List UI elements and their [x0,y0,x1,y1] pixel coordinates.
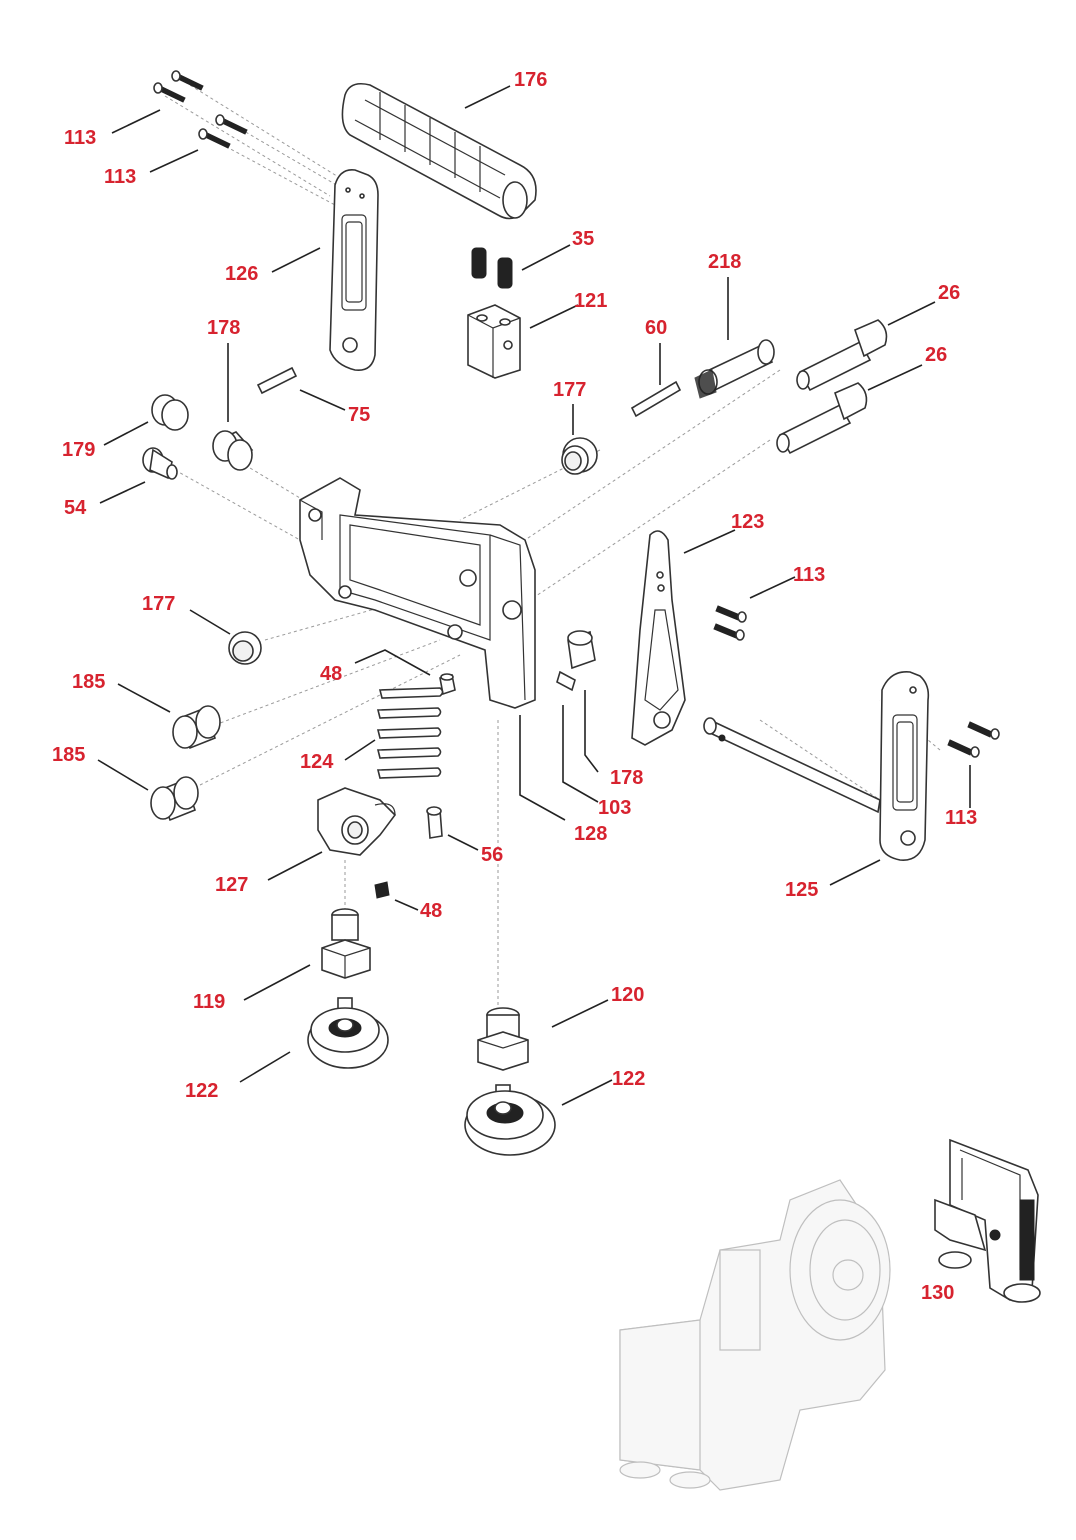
callout-128: 128 [574,823,608,845]
callout-113: 113 [945,807,978,829]
callout-26: 26 [938,282,961,304]
callout-125: 125 [785,879,819,901]
callout-113: 113 [793,564,826,586]
bushing-178 [212,430,254,471]
clamp-block-127 [317,787,397,856]
machine-assembly-ghost [619,1179,891,1491]
fitting-54 [142,447,178,480]
callout-185: 185 [52,744,86,766]
spring-35-pair [471,247,513,289]
callout-122: 122 [612,1068,646,1090]
bushing-177-upper [561,437,598,475]
bushing-185-upper [172,705,221,750]
callout-75: 75 [348,404,371,426]
pin-218 [694,339,775,399]
side-plate-126 [329,168,379,372]
callout-176: 176 [514,69,548,91]
callout-177: 177 [553,379,587,401]
bolt-26-lower [776,382,868,455]
screw-113-top-pair-b [198,114,248,149]
callout-121: 121 [574,290,608,312]
callout-103: 103 [598,797,632,819]
fitting-48-upper [439,673,456,696]
leader-lines [97,85,971,1106]
callout-48: 48 [420,900,443,922]
callout-26: 26 [925,344,948,366]
callout-177: 177 [142,593,176,615]
callout-124: 124 [300,751,334,773]
callout-48: 48 [320,663,343,685]
grip-176 [341,82,537,220]
screw-113-right-pair-a [713,605,747,641]
callout-113: 113 [64,127,97,149]
callout-218: 218 [708,251,742,273]
axle-plate-125 [703,671,930,861]
callout-127: 127 [215,874,249,896]
screw-113-top-pair-a [153,70,204,103]
callout-123: 123 [731,511,765,533]
callout-35: 35 [572,228,595,250]
callout-130: 130 [921,1282,955,1304]
callout-126: 126 [225,263,259,285]
pin-103 [556,670,576,692]
callout-185: 185 [72,671,106,693]
callout-54: 54 [64,497,87,519]
callout-122: 122 [185,1080,219,1102]
main-frame-128 [299,477,536,709]
callout-60: 60 [645,317,668,339]
flat-springs-124 [376,687,444,779]
assembled-handle-130 [934,1138,1041,1303]
screw-56 [426,806,443,839]
bushing-185-lower [150,776,199,822]
screw-113-right-pair-b [947,721,1000,758]
stud-120 [477,1007,529,1071]
lever-123 [631,530,686,746]
callout-120: 120 [611,984,645,1006]
bushing-178-right [567,630,596,670]
pin-75 [256,366,298,395]
pin-60 [630,380,682,418]
callout-179: 179 [62,439,96,461]
block-121 [467,304,521,379]
bushing-177-lower [228,631,262,665]
bolt-26-upper [796,319,888,392]
stud-119 [321,908,371,979]
callout-119: 119 [193,991,226,1013]
callout-178: 178 [610,767,644,789]
bushing-179 [151,394,189,431]
wheel-122-center [464,1084,556,1156]
fitting-48-lower [374,881,390,899]
wheel-122-left [307,997,389,1069]
callout-178: 178 [207,317,241,339]
callout-113: 113 [104,166,137,188]
assembly-guide-lines [164,81,941,1010]
callout-56: 56 [481,844,504,866]
